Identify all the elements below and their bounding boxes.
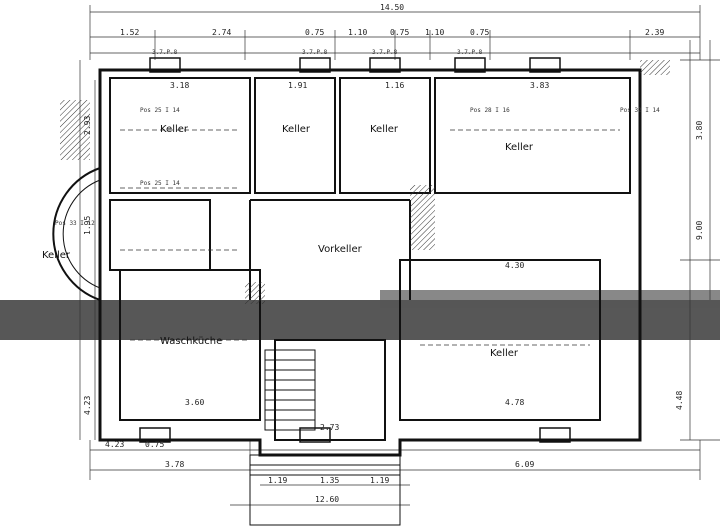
dim-bottom-total: 12.60 [315,495,339,504]
dim-room-4: 3.83 [530,81,549,90]
room-label-vorkeller: Vorkeller [318,244,363,255]
dim-bottom-3: 4.23 [105,440,124,449]
dim-left-1: 2.93 [83,116,92,135]
pos-note-5: Pos 32 I 14 [620,107,660,114]
dim-bottom-2: 6.09 [515,460,534,469]
dim-top-2: 2.74 [212,28,231,37]
pos-note-2: Pos 28 I 16 [470,107,510,114]
dim-top-6: 1.10 [425,28,444,37]
dim-bottom-1: 3.78 [165,460,184,469]
room-label-keller-1: Keller [160,124,189,135]
right-dimension-lines [680,40,720,441]
dim-top-8: 2.39 [645,28,664,37]
pos-note-1: Pos 25 I 14 [140,107,180,114]
entry-steps [249,454,401,526]
dim-room-7: 4.30 [505,261,524,270]
dim-room-5: 3.60 [185,398,204,407]
dim-room-1: 3.18 [170,81,189,90]
room-label-keller-5: Keller [490,348,519,359]
dim-entry-2: 1.35 [320,476,339,485]
dim-top-1: 1.52 [120,28,139,37]
room-label-keller-4: Keller [505,142,534,153]
window-markers [139,57,571,443]
dim-bottom-4: 0.75 [145,440,164,449]
room-label-waschkueche: Waschküche [160,336,222,347]
window-tag-2: 3.7.P.8 [302,49,328,56]
top-dimension-lines [89,5,701,60]
dim-right-2: 9.00 [695,221,704,240]
dim-entry-1: 1.19 [268,476,287,485]
hatched-walls [60,60,670,304]
dim-top-total: 14.50 [380,3,404,12]
dim-top-7: 0.75 [470,28,489,37]
dim-entry-width: 2.73 [320,423,339,432]
window-tag-3: 3.7.P.8 [372,49,398,56]
dim-room-2: 1.91 [288,81,307,90]
round-bay-wall [52,167,101,301]
window-tag-1: 3.7.P.8 [152,49,178,56]
window-tag-4: 3.7.P.8 [457,49,483,56]
dim-top-5: 0.75 [390,28,409,37]
staircase [264,349,316,431]
dim-entry-3: 1.19 [370,476,389,485]
dim-room-3: 1.16 [385,81,404,90]
dim-top-3: 0.75 [305,28,324,37]
pos-note-3: Pos 25 I 14 [140,180,180,187]
dim-right-1: 3.80 [695,121,704,140]
room-label-keller-3: Keller [370,124,399,135]
dim-top-4: 1.10 [348,28,367,37]
dim-right-3: 4.48 [675,391,684,410]
room-label-keller-2: Keller [282,124,311,135]
dim-left-2: 1.95 [83,216,92,235]
inner-walls [109,77,631,441]
dim-left-3: 4.23 [83,396,92,415]
room-label-keller-round: Keller [42,250,71,261]
bottom-dimension-lines [89,440,701,515]
beam-lines [120,129,620,346]
pos-note-4: Pos 33 I 12 [55,220,95,227]
dim-room-6: 4.78 [505,398,524,407]
